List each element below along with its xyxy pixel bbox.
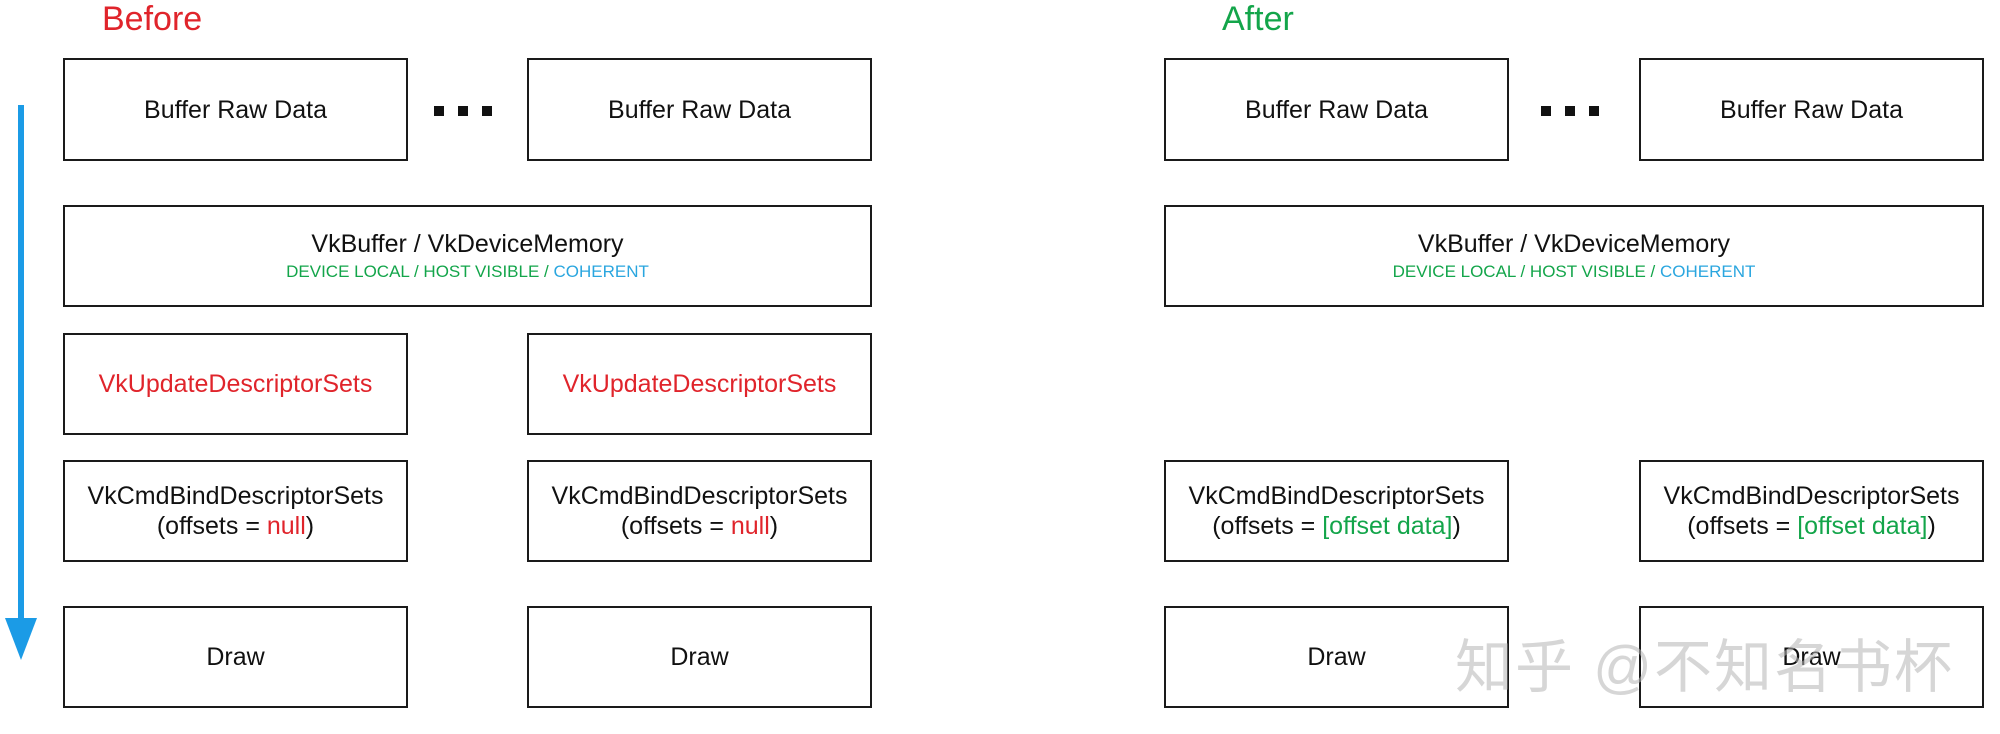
- after-bind-descriptor-sets-1: VkCmdBindDescriptorSets (offsets = [offs…: [1164, 460, 1509, 562]
- before-heading: Before: [102, 0, 203, 38]
- box-label: Draw: [206, 643, 265, 671]
- bind-title: VkCmdBindDescriptorSets: [1188, 482, 1485, 510]
- box-label: VkUpdateDescriptorSets: [98, 370, 373, 398]
- before-draw-1: Draw: [63, 606, 408, 708]
- before-bind-descriptor-sets-1: VkCmdBindDescriptorSets (offsets = null): [63, 460, 408, 562]
- box-label: VkUpdateDescriptorSets: [562, 370, 837, 398]
- box-label: Buffer Raw Data: [144, 95, 327, 124]
- box-label: Buffer Raw Data: [1245, 95, 1428, 124]
- bind-offsets: (offsets = [offset data]): [1212, 512, 1461, 540]
- before-update-descriptor-sets-1: VkUpdateDescriptorSets: [63, 333, 408, 435]
- box-label: Draw: [670, 643, 729, 671]
- box-label: Draw: [1782, 643, 1841, 671]
- after-ellipsis: [1541, 106, 1599, 116]
- after-vkbuffer-box: VkBuffer / VkDeviceMemory DEVICE LOCAL /…: [1164, 205, 1984, 307]
- flow-arrow-head: [5, 618, 37, 660]
- before-draw-2: Draw: [527, 606, 872, 708]
- before-ellipsis: [434, 106, 492, 116]
- bind-title: VkCmdBindDescriptorSets: [551, 482, 848, 510]
- memory-flags: DEVICE LOCAL / HOST VISIBLE / COHERENT: [1392, 261, 1756, 281]
- before-vkbuffer-box: VkBuffer / VkDeviceMemory DEVICE LOCAL /…: [63, 205, 872, 307]
- after-bind-descriptor-sets-2: VkCmdBindDescriptorSets (offsets = [offs…: [1639, 460, 1984, 562]
- box-label: Draw: [1307, 643, 1366, 671]
- after-buffer-raw-data-2: Buffer Raw Data: [1639, 58, 1984, 161]
- flow-arrow-line: [18, 105, 24, 620]
- before-update-descriptor-sets-2: VkUpdateDescriptorSets: [527, 333, 872, 435]
- bind-offsets: (offsets = null): [156, 512, 315, 540]
- memory-flags: DEVICE LOCAL / HOST VISIBLE / COHERENT: [286, 261, 649, 281]
- vkbuffer-title: VkBuffer / VkDeviceMemory: [311, 229, 624, 258]
- bind-title: VkCmdBindDescriptorSets: [1663, 482, 1960, 510]
- after-buffer-raw-data-1: Buffer Raw Data: [1164, 58, 1509, 161]
- bind-offsets: (offsets = [offset data]): [1687, 512, 1936, 540]
- box-label: Buffer Raw Data: [1720, 95, 1903, 124]
- watermark: 知乎 @不知名书杯: [1455, 635, 1954, 700]
- after-heading: After: [1222, 0, 1294, 38]
- box-label: Buffer Raw Data: [608, 95, 791, 124]
- bind-title: VkCmdBindDescriptorSets: [87, 482, 384, 510]
- before-buffer-raw-data-2: Buffer Raw Data: [527, 58, 872, 161]
- before-buffer-raw-data-1: Buffer Raw Data: [63, 58, 408, 161]
- after-draw-1: Draw: [1164, 606, 1509, 708]
- after-draw-2: Draw: [1639, 606, 1984, 708]
- bind-offsets: (offsets = null): [620, 512, 779, 540]
- before-bind-descriptor-sets-2: VkCmdBindDescriptorSets (offsets = null): [527, 460, 872, 562]
- vkbuffer-title: VkBuffer / VkDeviceMemory: [1417, 229, 1731, 258]
